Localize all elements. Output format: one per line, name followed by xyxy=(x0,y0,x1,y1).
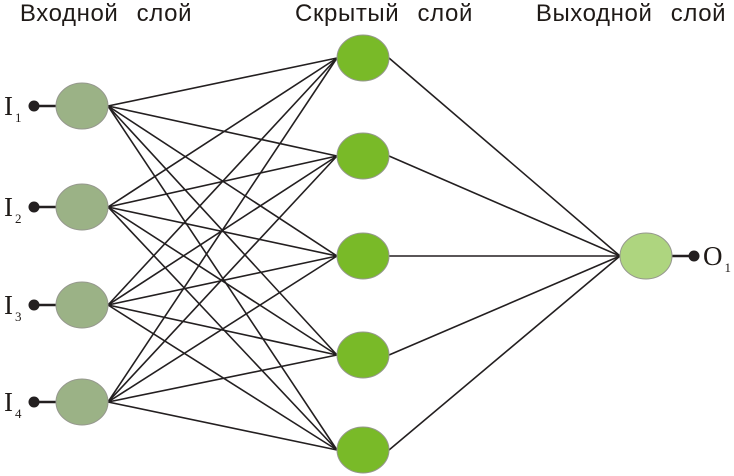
edge-I3-H1 xyxy=(107,57,338,306)
terminal-dot-I3 xyxy=(28,299,40,311)
terminal-dot-I2 xyxy=(28,201,40,213)
terminal-dot-O1 xyxy=(688,250,700,262)
layer-title-output: Выходной слой xyxy=(535,0,727,27)
terminal-dot-I4 xyxy=(28,396,40,408)
edge-I1-H2 xyxy=(107,105,338,157)
edge-I4-H5 xyxy=(107,401,338,451)
edge-I3-H5 xyxy=(107,304,338,451)
edge-I3-H4 xyxy=(107,304,338,356)
edge-H4-O1 xyxy=(388,255,621,356)
hidden-node-H3 xyxy=(336,232,390,280)
input-node-I1 xyxy=(55,82,109,130)
edge-I2-H3 xyxy=(107,206,338,257)
layer-title-input: Входной слой xyxy=(19,0,193,27)
hidden-node-H1 xyxy=(336,34,390,82)
edge-H1-O1 xyxy=(388,57,621,257)
edge-H2-O1 xyxy=(388,155,621,257)
edge-I4-H3 xyxy=(107,255,338,403)
hidden-node-H4 xyxy=(336,331,390,379)
hidden-node-H5 xyxy=(336,426,390,474)
terminal-dot-I1 xyxy=(28,100,40,112)
edge-I4-H4 xyxy=(107,354,338,403)
edge-I4-H2 xyxy=(107,155,338,403)
input-node-I3 xyxy=(55,281,109,329)
edge-I1-H1 xyxy=(107,57,338,107)
hidden-node-H2 xyxy=(336,132,390,180)
layer-title-hidden: Скрытый слой xyxy=(295,0,473,27)
edge-I2-H1 xyxy=(107,57,338,208)
edge-H5-O1 xyxy=(388,255,621,451)
edge-I4-H1 xyxy=(107,57,338,403)
output-node-O1 xyxy=(619,232,673,280)
edge-I3-H3 xyxy=(107,255,338,306)
input-node-I2 xyxy=(55,183,109,231)
input-node-I4 xyxy=(55,378,109,426)
